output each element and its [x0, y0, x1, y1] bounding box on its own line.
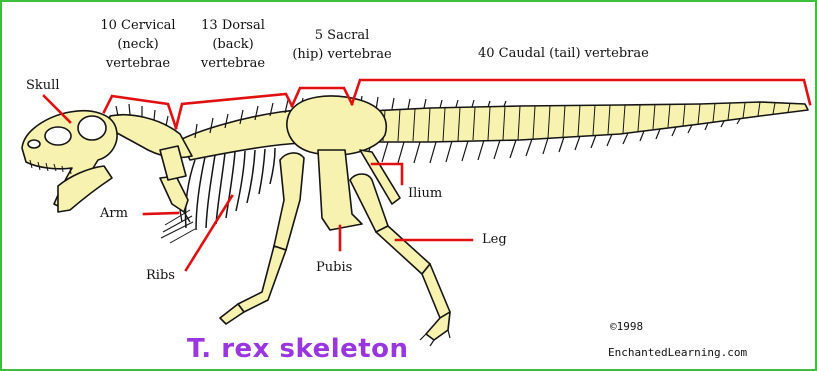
label-ilium: Ilium	[408, 184, 442, 203]
label-ribs: Ribs	[146, 266, 175, 285]
label-cervical-line3: vertebrae	[92, 54, 184, 73]
tibia-bone	[238, 246, 286, 312]
label-caudal: 40 Caudal (tail) vertebrae	[478, 44, 649, 63]
credit-year: ©1998	[610, 320, 643, 333]
label-skull: Skull	[26, 76, 59, 95]
femur-bone	[274, 153, 304, 250]
gastralia	[161, 210, 195, 243]
credit-site: EnchantedLearning.com	[608, 346, 747, 359]
label-dorsal-line3: vertebrae	[188, 54, 278, 73]
label-cervical-line1: 10 Cervical	[92, 16, 184, 35]
label-cervical-line2: (neck)	[92, 35, 184, 54]
label-dorsal-line2: (back)	[188, 35, 278, 54]
label-sacral-line2: (hip) vertebrae	[282, 45, 402, 64]
label-arm: Arm	[100, 204, 128, 223]
label-cervical: 10 Cervical (neck) vertebrae	[92, 16, 184, 73]
rear-foot	[426, 312, 450, 340]
antorbital-opening	[45, 127, 71, 145]
label-sacral: 5 Sacral (hip) vertebrae	[282, 26, 402, 64]
label-dorsal-line1: 13 Dorsal	[188, 16, 278, 35]
nostril	[28, 140, 40, 148]
ribs	[185, 148, 275, 230]
label-sacral-line1: 5 Sacral	[282, 26, 402, 45]
leader-arm	[144, 213, 178, 214]
front-foot	[220, 304, 244, 324]
leader-ribs	[186, 196, 232, 270]
label-pubis: Pubis	[316, 258, 352, 277]
label-leg: Leg	[482, 230, 507, 249]
rear-metatarsal	[422, 264, 450, 318]
label-dorsal: 13 Dorsal (back) vertebrae	[188, 16, 278, 73]
bracket-caudal	[352, 80, 810, 104]
rear-tibia	[376, 226, 430, 274]
eye-socket	[78, 116, 106, 140]
arm-bone	[160, 176, 188, 212]
skeleton	[22, 96, 808, 346]
ilium-bone	[287, 96, 386, 155]
diagram-title: T. rex skeleton	[187, 334, 409, 364]
